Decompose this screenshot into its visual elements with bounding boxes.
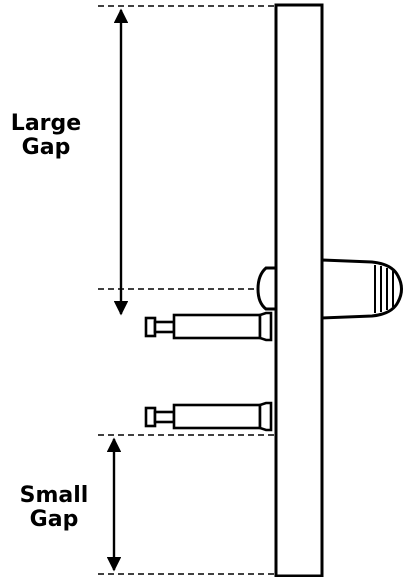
door-knob: [256, 258, 403, 320]
upper-pin: [144, 311, 273, 342]
lower-pin: [144, 401, 273, 432]
small-gap-label-line2: Gap: [29, 507, 79, 532]
small-gap-label: Small Gap: [14, 484, 94, 532]
handle-panel: [274, 3, 324, 577]
large-gap-label-line2: Gap: [21, 135, 71, 160]
small-gap-label-line1: Small: [19, 483, 89, 508]
large-gap-label: Large Gap: [6, 112, 86, 160]
large-gap-label-line1: Large: [10, 111, 82, 136]
